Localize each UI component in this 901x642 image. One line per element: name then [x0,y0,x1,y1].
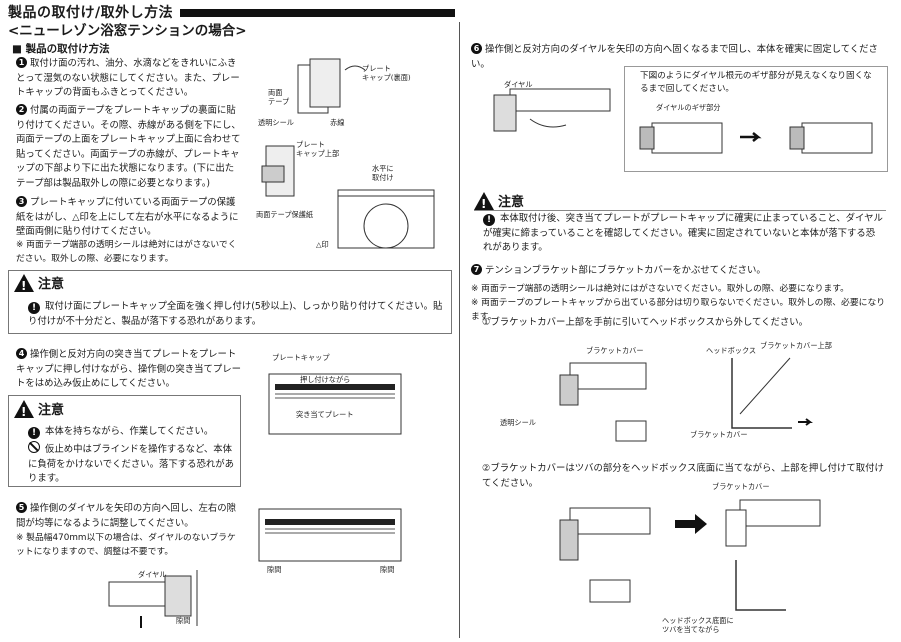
label-stop-plate: 突き当てプレート [296,410,354,419]
substep-1: ①ブラケットカバー上部を手前に引いてヘッドボックスから外してください。 [482,317,809,328]
figure-press-plate [268,373,402,435]
title-bar [180,9,455,17]
figure-gear-before-after [639,122,873,154]
label-headbox: ヘッドボックス [706,346,757,355]
caution-2a-text: 本体を持ちながら、作業してください。 [45,426,214,437]
prohibition-icon [28,441,40,453]
label-clear-seal-2: 透明シール [500,418,536,427]
column-divider [459,22,460,638]
label-dial-gear: ダイヤルのギザ部分 [656,103,721,112]
label-clear-seal: 透明シール [258,118,294,127]
figure-headbox-section [731,357,813,429]
figure-cover-remove [559,362,647,442]
gear-info-box [624,66,888,172]
step-5-text: 操作側のダイヤルを矢印の方向へ回し、左右の隙間が均等になるように調整してください… [16,503,236,529]
note-5: ※ 製品幅470mm以下の場合は、ダイヤルのないブラケットになりますので、調整は… [16,533,236,557]
step-6-box-text: 下図のようにダイヤル根元のギザ部分が見えなくなり固くなるまで回してください。 [640,71,872,94]
page-title: 製品の取付け/取外し方法 [8,5,174,21]
caution-icon [474,192,494,213]
caution-box-2 [8,395,241,487]
label-plate-cap-back: プレート キャップ(裏面) [362,64,411,82]
step-1-text: 取付け面の汚れ、油分、水滴などをきれいにふきとって湿気のない状態にしてください。… [16,58,240,99]
step-number: 3 [16,196,27,207]
label-dial: ダイヤル [138,570,167,579]
label-tape-protect: 両面テープ保護紙 [256,210,314,219]
caution-title: 注意 [498,195,525,210]
caution-icon [14,400,34,421]
figure-window-mount [337,189,435,249]
step-number: 1 [16,57,27,68]
note-7b: ※ 両面テープのプレートキャップから出ている部分は切り取らないでください。取外し… [471,298,886,322]
figure-cover-attach [559,499,821,611]
label-double-tape: 両面 テープ [268,88,290,106]
exclamation-icon: ! [28,427,40,439]
caution-2b-text: 仮止め中はブラインドを操作するなど、本体に負荷をかけないでください。落下する恐れ… [28,444,234,485]
caution-text-2a: ! 本体を持ちながら、作業してください。 [28,425,236,440]
label-plate-cap: プレートキャップ [272,353,330,362]
step-number: 4 [16,348,27,359]
caution-text-1: !取付け面にプレートキャップ全面を強く押し付け(5秒以上)、しっかり貼り付けてく… [28,300,446,329]
label-press: 押し付けながら [300,375,351,384]
section-heading-text: 製品の取付け方法 [25,43,110,55]
figure-tape-protect [261,145,295,197]
figure-dial-tighten [493,88,611,132]
caution-icon [14,274,34,295]
step-number: 5 [16,502,27,513]
label-triangle-mark: △印 [316,240,329,249]
exclamation-icon: ! [28,302,40,314]
label-bracket-cover-top: ブラケットカバー上部 [760,341,832,350]
figure-plate-cap [297,58,366,114]
caution-text-2b: 仮止め中はブラインドを操作するなど、本体に負荷をかけないでください。落下する恐れ… [28,441,236,487]
label-bracket-cover-3: ブラケットカバー [712,482,770,491]
caution-1-text: 取付け面にプレートキャップ全面を強く押し付け(5秒以上)、しっかり貼り付けてくだ… [28,301,443,327]
label-gap-left: 隙間 [267,565,282,574]
step-number: 7 [471,264,482,275]
label-gap-right: 隙間 [380,565,395,574]
step-6-text: 操作側と反対方向のダイヤルを矢印の方向へ固くなるまで回し、本体を確実に固定してく… [471,44,878,70]
step-2-text: 付属の両面テープをプレートキャップの裏面に貼り付けてください。その際、赤線がある… [16,105,241,189]
step-number: 2 [16,104,27,115]
label-bracket-cover-2: ブラケットカバー [690,430,748,439]
label-dial-6: ダイヤル [504,80,533,89]
figure-dial-adjust [108,570,198,628]
label-gap: 隙間 [176,616,191,625]
section-heading: ■ 製品の取付け方法 [12,43,110,55]
label-red-line: 赤線 [330,118,345,127]
caution-title: 注意 [38,403,65,418]
caution-title: 注意 [38,277,65,292]
step-number: 6 [471,43,482,54]
label-plate-cap-top: プレート キャップ上部 [296,140,340,158]
caution-rule [474,210,886,211]
figure-gap-equal [258,508,402,562]
exclamation-icon: ! [483,214,495,226]
label-bracket-cover: ブラケットカバー [586,346,644,355]
label-headbox-bottom: ヘッドボックス底面に ツバを当てながら [662,616,734,634]
substep-2: ②ブラケットカバーはツバの部分をヘッドボックス底面に当てながら、上部を押し付けて… [482,463,884,489]
note-3: ※ 両面テープ端部の透明シールは絶対にはがさないでください。取外しの際、必要にな… [16,240,237,264]
caution-text-3: !本体取付け後、突き当てプレートがプレートキャップに確実に止まっていること、ダイ… [483,212,883,256]
page-subtitle: <ニューレゾン浴窓テンションの場合> [8,23,247,39]
label-horizontal: 水平に 取付け [372,164,394,182]
caution-3-text: 本体取付け後、突き当てプレートがプレートキャップに確実に止まっていること、ダイヤ… [483,213,883,254]
step-3-text: プレートキャップに付いている両面テープの保護紙をはがし、△印を上にして左右が水平… [16,197,239,238]
step-7-text: テンションブラケット部にブラケットカバーをかぶせてください。 [485,265,766,276]
note-7a: ※ 両面テープ端部の透明シールは絶対にはがさないでください。取外しの際、必要にな… [471,284,849,294]
step-4-text: 操作側と反対方向の突き当てプレートをプレートキャップに押し付けながら、操作側の突… [16,349,242,390]
caution-box-1 [8,270,452,334]
